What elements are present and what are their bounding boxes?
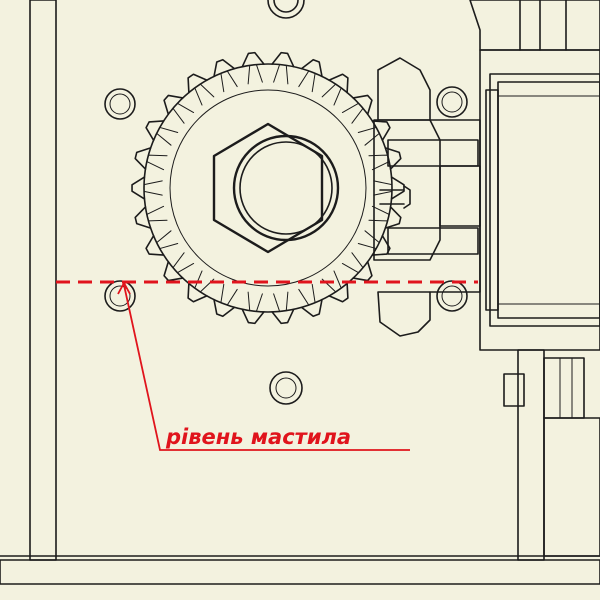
gear-tooth-inner bbox=[156, 126, 179, 146]
hex-nut bbox=[212, 122, 324, 254]
bolt-hole bbox=[104, 280, 136, 312]
gear-tooth bbox=[371, 120, 391, 142]
gear-tooth bbox=[145, 120, 165, 142]
lower-right-housing bbox=[503, 349, 600, 561]
gear-tooth bbox=[187, 73, 208, 94]
gear-tooth bbox=[187, 282, 208, 303]
gear-tooth bbox=[131, 176, 146, 200]
gear-tooth bbox=[271, 51, 295, 68]
gear-tooth bbox=[352, 94, 373, 116]
left-housing-wall bbox=[29, 0, 57, 561]
gear-tooth bbox=[328, 73, 349, 94]
gear-tooth-inner bbox=[368, 154, 390, 171]
bolt-hole bbox=[269, 371, 303, 405]
gear-tooth-inner bbox=[146, 205, 168, 222]
gear-tooth-inner bbox=[247, 64, 263, 85]
gear-tooth bbox=[328, 282, 349, 303]
gear-tooth-inner bbox=[341, 102, 364, 124]
right-bearing-housing bbox=[469, 0, 600, 351]
gear-tooth bbox=[390, 176, 405, 200]
gear-tooth-inner bbox=[368, 205, 390, 222]
bolt-hole bbox=[436, 86, 468, 118]
gear-tooth bbox=[300, 298, 323, 318]
oil-level-leader bbox=[117, 281, 410, 451]
bolt-hole bbox=[104, 88, 136, 120]
gear-tooth-inner bbox=[341, 252, 364, 274]
bolt-hole bbox=[436, 280, 468, 312]
gear-tooth bbox=[134, 206, 152, 229]
gear-tooth-inner bbox=[357, 230, 380, 250]
gear-tooth bbox=[145, 234, 165, 256]
pinion-assembly bbox=[373, 57, 481, 337]
gear-tooth bbox=[241, 51, 265, 68]
gear-tooth-inner bbox=[247, 291, 263, 312]
gear-tooth-inner bbox=[172, 252, 195, 274]
gear-tooth-inner bbox=[321, 83, 342, 106]
bottom-base-plate bbox=[0, 555, 600, 585]
gear-tooth-inner bbox=[220, 70, 238, 93]
oil-level-label: рівень мастила bbox=[165, 425, 351, 449]
gear-tooth bbox=[384, 147, 402, 170]
gear-tooth bbox=[241, 308, 265, 325]
gear-tooth bbox=[271, 308, 295, 325]
gear-tooth-inner bbox=[298, 70, 316, 93]
gear-tooth-inner bbox=[156, 230, 179, 250]
gear-tooth bbox=[213, 298, 236, 318]
gear-tooth bbox=[134, 147, 152, 170]
gear-tooth bbox=[163, 94, 184, 116]
gear-tooth bbox=[300, 58, 323, 78]
gear-tooth-inner bbox=[373, 180, 393, 196]
gear-tooth-inner bbox=[298, 283, 316, 306]
gear-tooth-inner bbox=[146, 154, 168, 171]
gear-tooth bbox=[352, 260, 373, 282]
shaft-bore bbox=[232, 134, 340, 242]
gear-tooth-inner bbox=[194, 83, 215, 106]
gear-tooth-inner bbox=[143, 180, 163, 196]
gear-tooth bbox=[384, 206, 402, 229]
gear-tooth-inner bbox=[273, 64, 289, 85]
gear-tooth-inner bbox=[357, 126, 380, 146]
gear-tooth-inner bbox=[172, 102, 195, 124]
gear-tooth-inner bbox=[220, 283, 238, 306]
top-mounting-boss bbox=[267, 0, 305, 19]
bolt-holes bbox=[104, 86, 468, 405]
gear-tooth-inner bbox=[273, 291, 289, 312]
bevel-gear bbox=[131, 51, 405, 325]
gear-tooth bbox=[213, 58, 236, 78]
gear-tooth bbox=[163, 260, 184, 282]
